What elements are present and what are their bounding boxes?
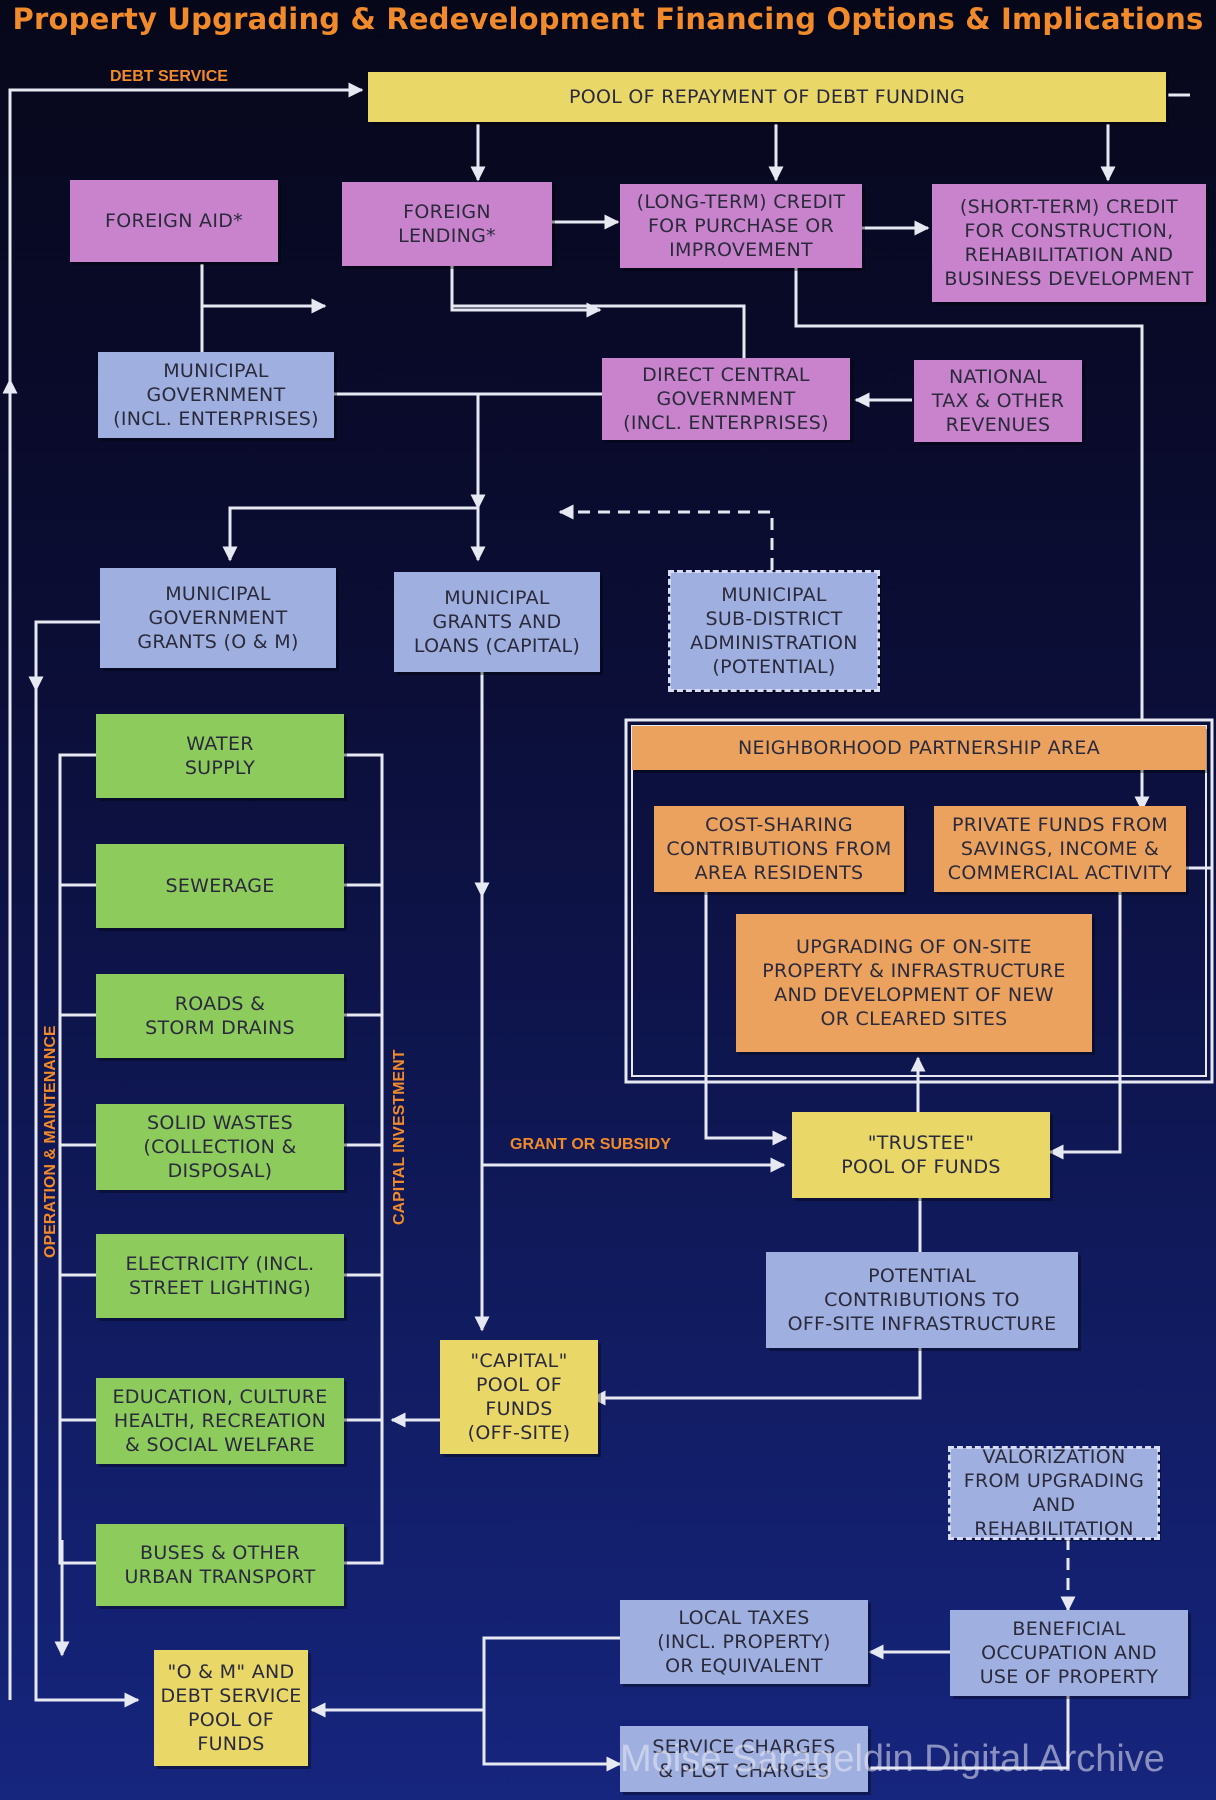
private-funds-box: PRIVATE FUNDS FROM SAVINGS, INCOME & COM… (934, 806, 1186, 892)
watermark: Moise Sarageldin Digital Archive (620, 1738, 1165, 1780)
short-term-credit-box: (SHORT-TERM) CREDIT FOR CONSTRUCTION, RE… (932, 184, 1206, 302)
capital-investment-label: CAPITAL INVESTMENT (391, 1049, 408, 1225)
service-water-supply: WATER SUPPLY (96, 714, 344, 798)
municipal-government-box: MUNICIPAL GOVERNMENT (INCL. ENTERPRISES) (98, 352, 334, 438)
om-bracket (58, 753, 96, 1565)
local-taxes-box: LOCAL TAXES (INCL. PROPERTY) OR EQUIVALE… (620, 1600, 868, 1684)
service-solid-wastes: SOLID WASTES (COLLECTION & DISPOSAL) (96, 1104, 344, 1190)
diagram-title: Property Upgrading & Redevelopment Finan… (12, 2, 1204, 36)
cost-sharing-box: COST-SHARING CONTRIBUTIONS FROM AREA RES… (654, 806, 904, 892)
direct-central-government-box: DIRECT CENTRAL GOVERNMENT (INCL. ENTERPR… (602, 358, 850, 440)
municipal-subdistrict-box: MUNICIPAL SUB-DISTRICT ADMINISTRATION (P… (668, 570, 880, 692)
upgrading-onsite-box: UPGRADING OF ON-SITE PROPERTY & INFRASTR… (736, 914, 1092, 1052)
service-roads-storm-drains: ROADS & STORM DRAINS (96, 974, 344, 1058)
valorization-box: VALORIZATION FROM UPGRADING AND REHABILI… (948, 1446, 1160, 1540)
beneficial-occupation-box: BENEFICIAL OCCUPATION AND USE OF PROPERT… (950, 1610, 1188, 1696)
municipal-grants-loans-box: MUNICIPAL GRANTS AND LOANS (CAPITAL) (394, 572, 600, 672)
trustee-pool-box: "TRUSTEE" POOL OF FUNDS (792, 1112, 1050, 1198)
potential-contributions-box: POTENTIAL CONTRIBUTIONS TO OFF-SITE INFR… (766, 1252, 1078, 1348)
service-charges-box: SERVICE CHARGES & PLOT CHARGES (620, 1726, 868, 1792)
long-term-credit-box: (LONG-TERM) CREDIT FOR PURCHASE OR IMPRO… (620, 184, 862, 268)
debt-service-label: DEBT SERVICE (110, 68, 228, 85)
service-buses-transport: BUSES & OTHER URBAN TRANSPORT (96, 1524, 344, 1606)
grant-or-subsidy-label: GRANT OR SUBSIDY (510, 1136, 671, 1153)
capital-pool-box: "CAPITAL" POOL OF FUNDS (OFF-SITE) (440, 1340, 598, 1454)
service-sewerage: SEWERAGE (96, 844, 344, 928)
service-electricity: ELECTRICITY (INCL. STREET LIGHTING) (96, 1234, 344, 1318)
foreign-aid-box: FOREIGN AID* (70, 180, 278, 262)
pool-repayment-box: POOL OF REPAYMENT OF DEBT FUNDING (368, 72, 1166, 122)
service-education-health: EDUCATION, CULTURE HEALTH, RECREATION & … (96, 1378, 344, 1464)
operation-maintenance-label: OPERATION & MAINTENANCE (42, 1025, 59, 1258)
national-tax-box: NATIONAL TAX & OTHER REVENUES (914, 360, 1082, 442)
om-pool-box: "O & M" AND DEBT SERVICE POOL OF FUNDS (154, 1650, 308, 1766)
municipal-grants-om-box: MUNICIPAL GOVERNMENT GRANTS (O & M) (100, 568, 336, 668)
capital-bracket (344, 753, 384, 1565)
neighborhood-partnership-header: NEIGHBORHOOD PARTNERSHIP AREA (632, 726, 1206, 770)
foreign-lending-box: FOREIGN LENDING* (342, 182, 552, 266)
